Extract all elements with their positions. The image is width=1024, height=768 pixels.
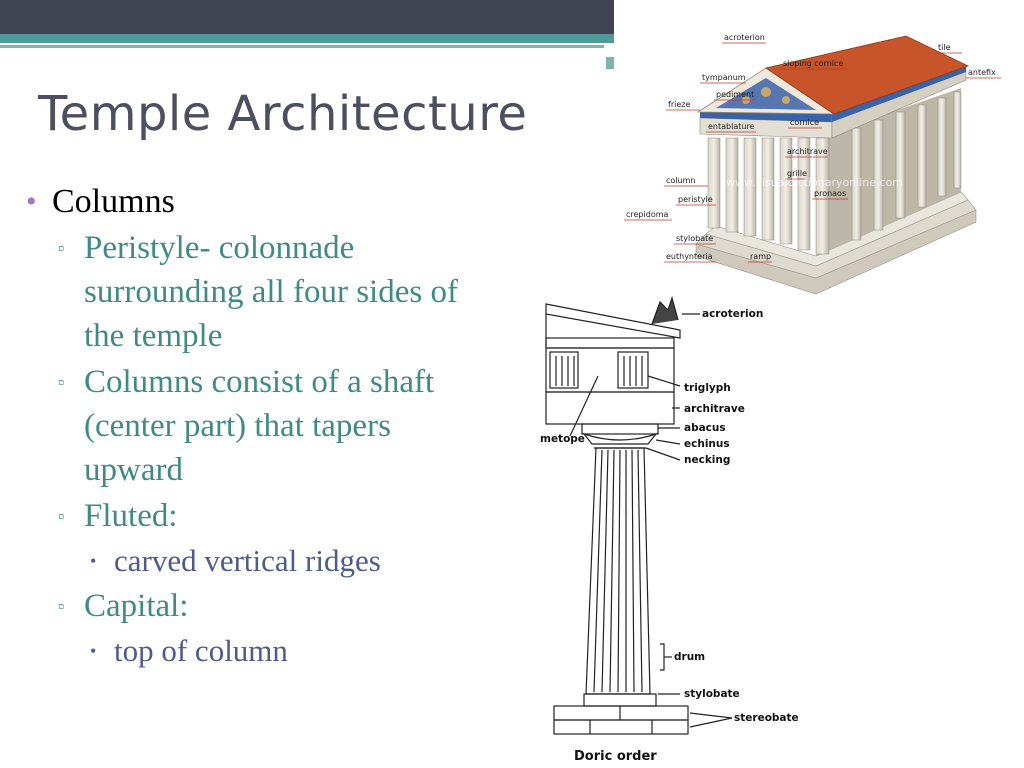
bullet-list: •Columns ▫Peristyle- colonnade surroundi… — [26, 180, 496, 672]
square-bullet-icon: ▫ — [58, 238, 65, 258]
doric-label-drum: drum — [674, 651, 705, 663]
temple-label-architrave: architrave — [787, 147, 828, 156]
top-accent-stripe — [0, 34, 614, 43]
square-bullet-icon: ▫ — [58, 596, 65, 616]
temple-watermark: www.visualdictionaryonline.com — [726, 176, 903, 189]
doric-order-diagram: acroterion triglyph architrave metope ab… — [540, 295, 799, 764]
bullet-fluted: ▫Fluted: — [58, 494, 496, 538]
doric-label-triglyph: triglyph — [684, 382, 731, 394]
small-dot-icon: • — [90, 551, 97, 571]
temple-label-column: column — [666, 176, 695, 185]
temple-label-pediment: pediment — [716, 90, 754, 99]
temple-diagram: acroterion tile sloping cornice antefix … — [624, 33, 1001, 295]
top-bar — [0, 0, 614, 34]
doric-label-abacus: abacus — [684, 422, 726, 434]
bullet-columns: •Columns — [26, 180, 496, 224]
accent-tick — [606, 57, 614, 69]
bullet-capital: ▫Capital: — [58, 584, 496, 628]
square-bullet-icon: ▫ — [58, 372, 65, 392]
temple-label-acroterion: acroterion — [724, 33, 765, 42]
square-bullet-icon: ▫ — [58, 506, 65, 526]
temple-label-ramp: ramp — [750, 252, 771, 261]
doric-label-stereobate: stereobate — [734, 712, 799, 724]
bullet-dot-icon: • — [26, 185, 37, 218]
doric-caption: Doric order — [574, 749, 657, 764]
doric-label-architrave: architrave — [684, 403, 745, 415]
temple-label-cornice: cornice — [790, 118, 819, 127]
small-dot-icon: • — [90, 641, 97, 661]
temple-label-pronaos: pronaos — [814, 189, 846, 198]
temple-label-crepidoma: crepidoma — [626, 210, 669, 219]
bullet-fluted-sub: •carved vertical ridges — [90, 540, 496, 582]
temple-label-tile: tile — [938, 43, 951, 52]
doric-label-echinus: echinus — [684, 438, 730, 450]
bullet-consist: ▫Columns consist of a shaft (center part… — [58, 360, 496, 492]
temple-label-sloping-cornice: sloping cornice — [783, 59, 843, 68]
temple-label-peristyle: peristyle — [678, 195, 713, 204]
temple-label-euthynteria: euthynteria — [666, 252, 713, 261]
top-accent-line — [0, 45, 604, 48]
doric-label-necking: necking — [684, 454, 730, 466]
temple-label-frieze: frieze — [668, 100, 690, 109]
bullet-capital-sub: •top of column — [90, 630, 496, 672]
temple-label-stylobate: stylobate — [676, 234, 713, 243]
temple-label-entablature: entablature — [708, 122, 755, 131]
bullet-peristyle: ▫Peristyle- colonnade surrounding all fo… — [58, 226, 496, 358]
doric-label-metope: metope — [540, 433, 585, 445]
temple-label-tympanum: tympanum — [702, 73, 746, 82]
doric-label-acroterion: acroterion — [702, 308, 763, 320]
slide-title: Temple Architecture — [38, 86, 528, 142]
temple-label-antefix: antefix — [968, 68, 996, 77]
temple-label-grille: grille — [787, 169, 807, 178]
doric-label-stylobate: stylobate — [684, 688, 740, 700]
